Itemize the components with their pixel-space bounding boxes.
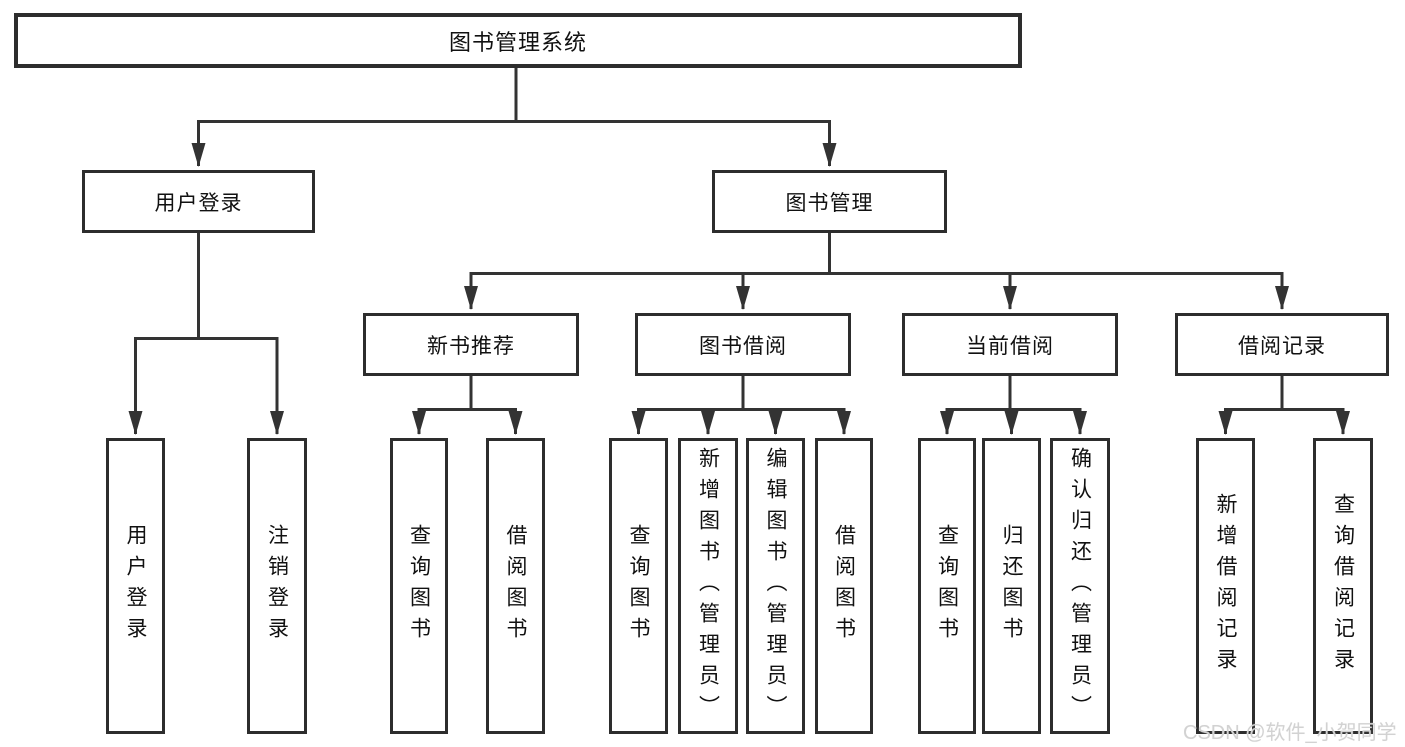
- watermark-text: CSDN @软件_小贺同学: [1183, 722, 1397, 744]
- node-label: 当前借阅: [966, 334, 1054, 358]
- leaf-user-login: 用户登录: [106, 438, 165, 734]
- node-label: 图书管理: [785, 191, 874, 215]
- node-label: 注销登录: [265, 524, 289, 648]
- node-label: 新增借阅记录: [1214, 493, 1237, 679]
- leaf-br-add-record: 新增借阅记录: [1196, 438, 1255, 734]
- node-new-book-recommend: 新书推荐: [363, 313, 579, 376]
- leaf-cb-query-book: 查询图书: [918, 438, 976, 734]
- leaf-br-query-record: 查询借阅记录: [1313, 438, 1373, 734]
- node-label: 借阅图书: [832, 524, 856, 648]
- node-borrowing-records: 借阅记录: [1175, 313, 1389, 376]
- node-label: 查询图书: [935, 524, 959, 648]
- leaf-logout: 注销登录: [247, 438, 307, 734]
- node-label: 新书推荐: [427, 334, 515, 358]
- node-label: 用户登录: [154, 191, 243, 215]
- leaf-nb-borrow-book: 借阅图书: [486, 438, 545, 734]
- leaf-bb-borrow-book: 借阅图书: [815, 438, 873, 734]
- node-label: 新增图书（管理员）: [696, 446, 720, 726]
- node-library-management-system: 图书管理系统: [14, 13, 1022, 68]
- node-label: 编辑图书（管理员）: [764, 446, 787, 726]
- node-label: 确认归还（管理员）: [1068, 446, 1092, 726]
- connector-records-to-leaves: [1225, 376, 1343, 411]
- connector-userlogin-to-leaves: [135, 233, 277, 340]
- node-label: 借阅图书: [504, 524, 527, 648]
- node-user-login: 用户登录: [82, 170, 315, 233]
- connector-borrowing-to-leaves: [638, 376, 844, 411]
- leaf-cb-return-book: 归还图书: [982, 438, 1041, 734]
- leaf-bb-query-book: 查询图书: [609, 438, 668, 734]
- leaf-nb-query-book: 查询图书: [390, 438, 448, 734]
- node-label: 用户登录: [124, 524, 147, 648]
- node-book-management: 图书管理: [712, 170, 947, 233]
- node-label: 图书管理系统: [448, 29, 587, 55]
- leaf-bb-edit-book-admin: 编辑图书（管理员）: [746, 438, 805, 734]
- leaf-cb-confirm-return-admin: 确认归还（管理员）: [1050, 438, 1110, 734]
- connector-newbook-to-leaves: [419, 376, 516, 411]
- leaf-bb-add-book-admin: 新增图书（管理员）: [678, 438, 738, 734]
- node-label: 图书借阅: [699, 334, 787, 358]
- node-label: 查询图书: [407, 524, 431, 648]
- node-label: 归还图书: [1000, 524, 1023, 648]
- node-book-borrowing: 图书借阅: [635, 313, 851, 376]
- connector-current-to-leaves: [947, 376, 1080, 411]
- connector-root-to-level2: [198, 68, 830, 123]
- node-label: 查询借阅记录: [1331, 493, 1355, 679]
- node-label: 查询图书: [627, 524, 650, 648]
- node-label: 借阅记录: [1238, 334, 1326, 358]
- connector-bookmgmt-to-level3: [471, 233, 1282, 275]
- node-current-borrowing: 当前借阅: [902, 313, 1118, 376]
